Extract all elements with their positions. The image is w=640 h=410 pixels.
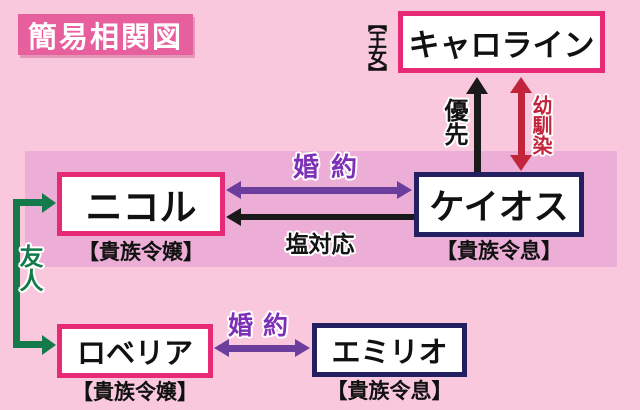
arrow-left-icon: [226, 208, 241, 226]
role-label-noble-daughter: 【貴族令嬢】: [72, 380, 198, 404]
arrow-right-icon: [397, 181, 412, 199]
node-nicole: ニコル: [57, 172, 225, 236]
diagram-title-badge: 簡易相関図: [18, 14, 193, 55]
node-emilio-name: エミリオ: [331, 337, 448, 369]
node-lobelia-name: ロベリア: [76, 338, 193, 370]
role-label-noble-daughter: 【貴族令嬢】: [78, 240, 204, 264]
arrow-right-icon: [42, 193, 56, 213]
edge-childhood-label: 幼馴染: [529, 95, 551, 155]
diagram-title: 簡易相関図: [27, 21, 183, 54]
node-emilio: エミリオ: [312, 323, 467, 377]
node-chaos-name: ケイオス: [429, 188, 569, 227]
role-label-princess: 【王女】: [365, 13, 386, 81]
edge-friends-label: 友人: [15, 244, 41, 292]
edge-friends-vertical-shaft: [13, 199, 20, 348]
edge-engagement-bottom-label: 婚約: [227, 313, 298, 340]
edge-engagement-top-shaft: [240, 187, 400, 194]
arrow-down-icon: [510, 155, 532, 171]
role-label-noble-son: 【貴族令息】: [326, 379, 453, 403]
edge-priority-label: 優先: [440, 98, 466, 146]
node-lobelia: ロベリア: [57, 324, 213, 378]
arrow-up-icon: [466, 77, 488, 94]
edge-engagement-top-label: 婚約: [292, 153, 369, 182]
edge-friends-top-shaft: [13, 199, 43, 206]
role-label-noble-son: 【貴族令息】: [436, 239, 562, 263]
edge-engagement-bottom-shaft: [228, 345, 296, 352]
edge-cold-shaft: [240, 214, 414, 220]
arrow-up-icon: [510, 77, 532, 93]
edge-childhood-shaft: [518, 91, 525, 156]
arrow-left-icon: [226, 181, 241, 199]
node-caroline-name: キャロライン: [408, 27, 595, 63]
arrow-right-icon: [295, 339, 310, 357]
edge-friends-bottom-shaft: [13, 341, 43, 348]
edge-priority-shaft: [474, 92, 481, 172]
arrow-left-icon: [214, 339, 229, 357]
arrow-right-icon: [42, 335, 56, 355]
node-nicole-name: ニコル: [85, 188, 197, 229]
edge-cold-label: 塩対応: [285, 232, 355, 257]
node-caroline: キャロライン: [398, 11, 605, 73]
node-chaos: ケイオス: [414, 172, 584, 237]
